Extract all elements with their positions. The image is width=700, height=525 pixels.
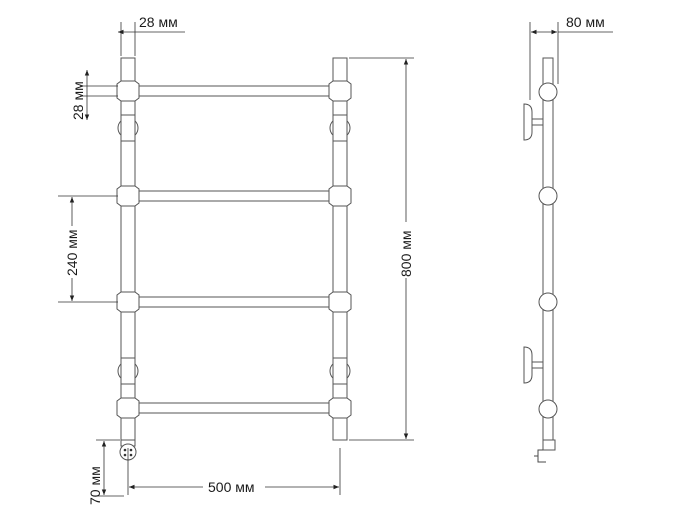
dim-wall-depth: 80 мм	[529, 14, 613, 100]
side-wall-bracket-bottom	[523, 346, 544, 384]
label-width: 500 мм	[208, 479, 255, 495]
electric-connector	[119, 439, 137, 461]
dim-total-height: 800 мм	[349, 57, 416, 441]
side-joint-1	[538, 82, 558, 102]
dim-bottom-offset: 70 мм	[87, 439, 124, 505]
bar-4	[134, 402, 334, 414]
bar-3	[134, 296, 334, 308]
right-post	[332, 57, 348, 441]
dim-tube-diameter: 28 мм	[118, 14, 185, 56]
side-post	[542, 57, 554, 441]
side-joint-2	[538, 186, 558, 206]
side-joint-3	[538, 292, 558, 312]
side-electric-connector	[534, 439, 556, 463]
label-bar-diameter: 28 мм	[70, 81, 86, 120]
label-wall-depth: 80 мм	[566, 14, 605, 30]
label-bar-spacing: 240 мм	[64, 230, 80, 277]
dim-bar-diameter: 28 мм	[70, 70, 118, 120]
bar-1	[134, 85, 334, 97]
dim-width: 500 мм	[127, 448, 341, 495]
label-bottom-offset: 70 мм	[87, 466, 103, 505]
side-view: 80 мм	[523, 14, 613, 463]
label-tube-diameter: 28 мм	[139, 14, 178, 30]
dim-bar-spacing: 240 мм	[58, 195, 118, 303]
bar-2	[134, 190, 334, 202]
joint-collars	[116, 80, 352, 419]
side-wall-bracket-top	[523, 103, 544, 141]
label-total-height: 800 мм	[398, 231, 414, 278]
front-view: 28 мм 28 мм 240 мм 800 мм	[58, 14, 416, 505]
side-joint-4	[538, 399, 558, 419]
